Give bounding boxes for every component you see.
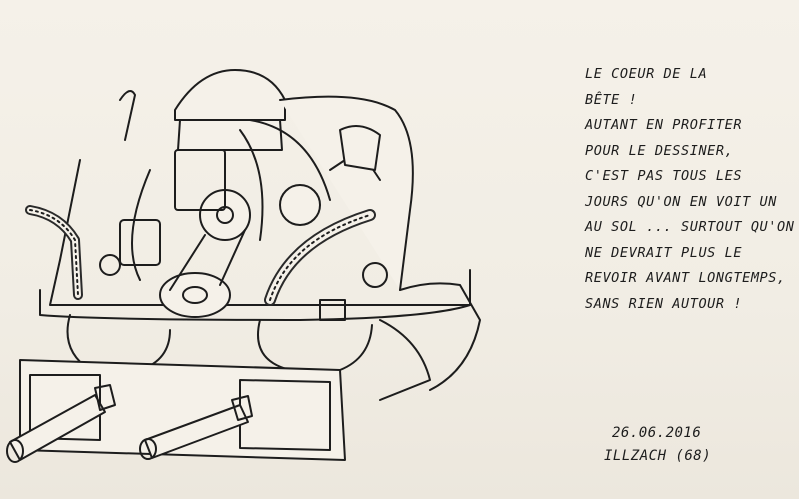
- note-line: LE COEUR DE LA: [585, 66, 708, 82]
- handwritten-note: LE COEUR DE LA BÊTE ! AUTANT EN PROFITER…: [585, 62, 795, 317]
- note-line: C'EST PAS TOUS LES: [585, 168, 743, 184]
- note-line: NE DEVRAIT PLUS LE: [585, 244, 743, 261]
- note-line: POUR LE DESSINER,: [585, 142, 734, 159]
- note-line: SANS RIEN AUTOUR !: [585, 295, 743, 312]
- sketch-date: 26.06.2016: [612, 425, 702, 441]
- engine-sketch: [6, 69, 481, 463]
- note-line: JOURS QU'ON EN VOIT UN: [585, 193, 778, 210]
- note-line: BÊTE !: [585, 91, 638, 108]
- note-line: AUTANT EN PROFITER: [585, 117, 743, 133]
- sketch-location: ILLZACH (68): [604, 448, 712, 464]
- note-line: REVOIR AVANT LONGTEMPS,: [585, 270, 786, 286]
- note-line: AU SOL ... SURTOUT QU'ON: [585, 219, 795, 235]
